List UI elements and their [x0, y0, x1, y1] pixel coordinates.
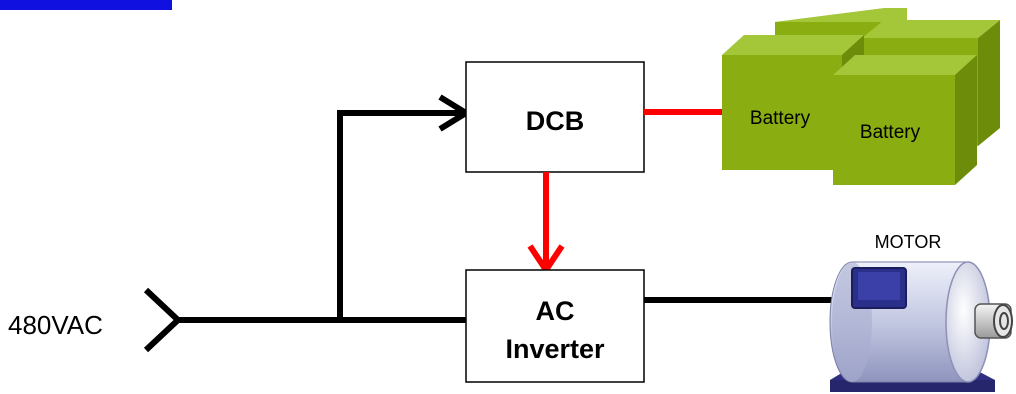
inverter-box: [465, 269, 645, 383]
motor-label: MOTOR: [875, 232, 942, 252]
battery-label-2: Battery: [860, 122, 921, 143]
dcb-label: DCB: [526, 106, 585, 136]
input-voltage-label: 480VAC: [8, 310, 103, 340]
input-connector-symbol: [143, 287, 183, 353]
motor-icon: [829, 261, 1013, 392]
battery-label-1: Battery: [750, 108, 811, 129]
inverter-label-line1: AC: [536, 296, 575, 326]
dcb-box: [465, 61, 645, 173]
battery-stack: Battery Battery: [722, 8, 1000, 185]
battery-cube-front-right: Battery: [833, 55, 977, 185]
feed-to-dcb-wire: [337, 110, 466, 320]
motor-shaft: [993, 304, 1013, 338]
inverter-label-line2: Inverter: [505, 334, 605, 364]
corner-tab: [0, 0, 172, 10]
